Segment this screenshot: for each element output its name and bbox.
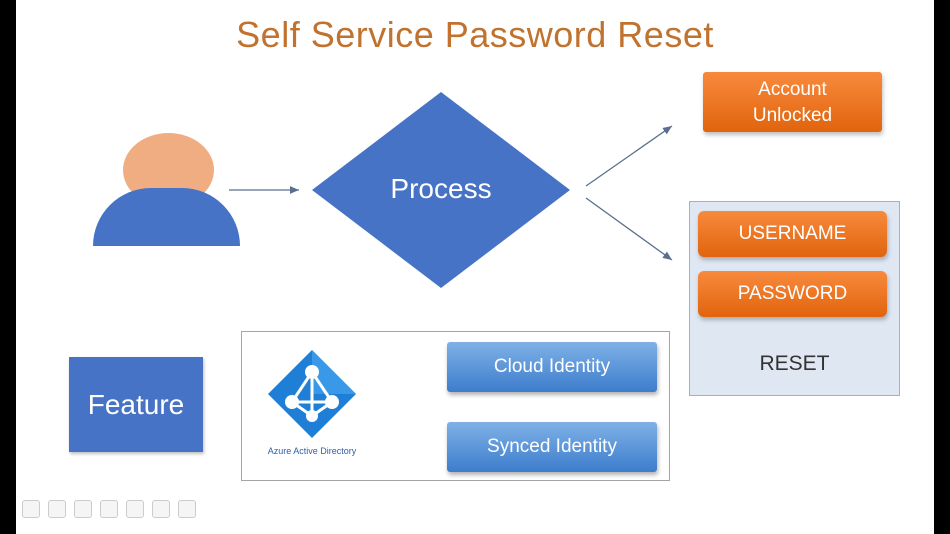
- username-field[interactable]: USERNAME: [698, 211, 887, 257]
- azure-ad-logo-icon: [268, 350, 356, 438]
- process-label: Process: [390, 173, 492, 204]
- search-icon[interactable]: [126, 500, 144, 518]
- page-title: Self Service Password Reset: [236, 14, 714, 55]
- pen-icon[interactable]: [74, 500, 92, 518]
- more-icon[interactable]: [178, 500, 196, 518]
- reset-panel: USERNAME PASSWORD RESET: [689, 201, 900, 396]
- feature-box: Feature: [69, 357, 203, 452]
- zoom-icon[interactable]: [100, 500, 118, 518]
- azure-ad-caption: Azure Active Directory: [267, 446, 357, 456]
- account-unlocked-line2: Unlocked: [752, 105, 833, 126]
- slide-toolbar: [22, 500, 196, 518]
- arrow-process-to-unlocked: [585, 125, 673, 187]
- synced-identity-box: Synced Identity: [447, 422, 657, 472]
- arrow-left-icon[interactable]: [22, 500, 40, 518]
- user-body: [93, 188, 240, 246]
- grid-icon[interactable]: [152, 500, 170, 518]
- connector-arrows: [229, 125, 673, 261]
- account-unlocked-line1: Account: [758, 79, 827, 100]
- reset-label: RESET: [759, 352, 830, 375]
- account-unlocked-box: Account Unlocked: [703, 72, 882, 132]
- cloud-identity-box: Cloud Identity: [447, 342, 657, 392]
- password-field[interactable]: PASSWORD: [698, 271, 887, 317]
- azure-ad-panel: Azure Active Directory Cloud Identity Sy…: [241, 331, 670, 481]
- arrow-process-to-reset: [585, 197, 673, 261]
- slide: Self Service Password Reset Process Acco…: [16, 0, 934, 534]
- process-diamond: [312, 92, 570, 288]
- arrow-right-icon[interactable]: [48, 500, 66, 518]
